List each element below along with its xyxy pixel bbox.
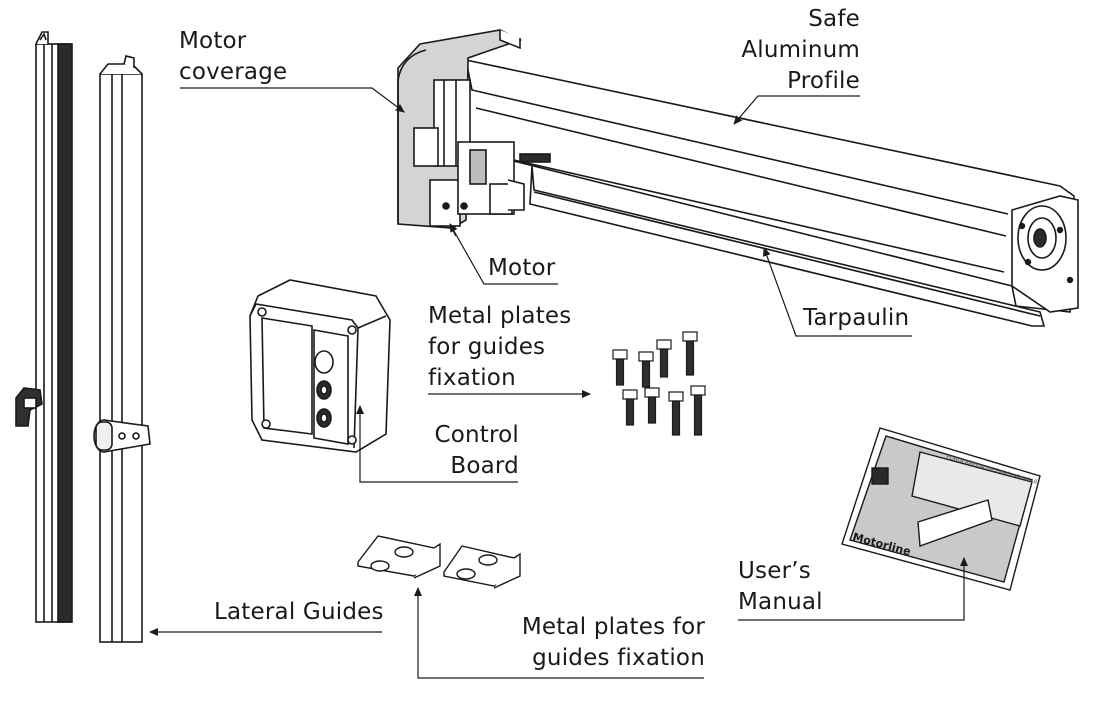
label-safe-aluminum-profile: Safe Aluminum Profile <box>741 4 860 97</box>
leader-metal-plates-bottom <box>414 587 704 679</box>
leader-control-board <box>356 405 518 483</box>
label-lateral-guides: Lateral Guides <box>214 599 384 625</box>
label-metal-plates-top-line1: Metal plates <box>428 303 572 329</box>
leader-motor <box>449 223 558 285</box>
label-users-manual-line1: User’s <box>738 558 811 584</box>
label-metal-plates-bottom-line1: Metal plates for <box>521 614 705 640</box>
label-motor: Motor <box>488 255 556 281</box>
profile-illustration <box>397 29 1079 327</box>
users-manual-illustration <box>841 427 1041 591</box>
label-motor-coverage: Motor coverage <box>179 26 287 88</box>
label-metal-plates-top-line2: for guides <box>428 334 546 360</box>
label-metal-plates-bottom-line2: guides fixation <box>532 645 705 671</box>
label-motor-coverage-line1: Motor <box>179 28 247 54</box>
label-users-manual-line2: Manual <box>738 589 823 615</box>
label-motor-coverage-line2: coverage <box>179 59 288 85</box>
leader-motor-coverage <box>180 87 405 113</box>
screws-illustration <box>612 331 706 436</box>
metal-plates-illustration <box>357 535 521 589</box>
leader-safe-aluminum-profile <box>733 95 860 125</box>
label-safe-aluminum-profile-line2: Aluminum <box>741 37 860 63</box>
label-safe-aluminum-profile-line1: Safe <box>808 6 860 32</box>
label-control-board: Control Board <box>434 420 519 482</box>
control-board-illustration <box>249 279 391 453</box>
label-control-board-line1: Control <box>434 422 519 448</box>
label-metal-plates-top: Metal plates for guides fixation <box>428 301 571 394</box>
leader-tarpaulin <box>762 247 912 337</box>
label-control-board-line2: Board <box>450 453 519 479</box>
lateral-guides-illustration <box>15 31 151 643</box>
label-metal-plates-top-line3: fixation <box>428 365 516 391</box>
label-tarpaulin: Tarpaulin <box>803 305 910 331</box>
leader-users-manual <box>738 557 968 621</box>
leader-lines <box>149 87 968 679</box>
label-users-manual: User’s Manual <box>738 556 823 618</box>
label-metal-plates-bottom: Metal plates for guides fixation <box>522 612 705 674</box>
label-safe-aluminum-profile-line3: Profile <box>787 68 860 94</box>
